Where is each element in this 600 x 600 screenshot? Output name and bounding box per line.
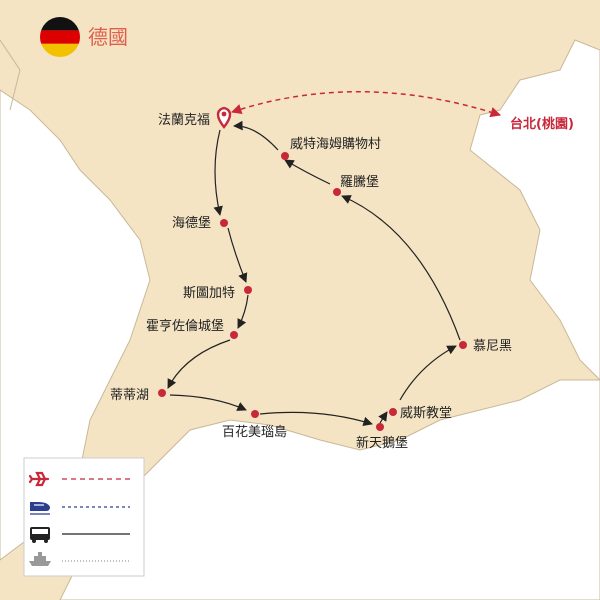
country-name: 德國 xyxy=(88,25,128,49)
germany-flag-icon xyxy=(40,17,80,57)
city-label: 威特海姆購物村 xyxy=(290,137,381,152)
route-munich-rothenburg xyxy=(341,195,461,341)
route-mainau-neuschwanstein xyxy=(259,411,373,427)
ferry-icon xyxy=(29,552,51,566)
route-rothenburg-wertheim xyxy=(284,159,331,185)
city-dot xyxy=(333,188,341,196)
city-label: 羅騰堡 xyxy=(340,174,379,190)
city-dot xyxy=(459,341,467,349)
origin-marker: 法蘭克福 xyxy=(158,106,232,129)
route-hohenzollern-titisee xyxy=(167,339,231,389)
country-header: 德國 xyxy=(40,17,128,57)
city-labels: 威特海姆購物村 羅騰堡 海德堡 斯圖加特 霍亨佐倫城堡 慕尼黑 蒂蒂湖 威斯教堂… xyxy=(110,137,512,451)
route-neuschwanstein-wieskirche xyxy=(378,411,388,424)
city-label: 慕尼黑 xyxy=(473,339,512,354)
city-dot xyxy=(158,389,166,397)
map-pin-icon xyxy=(216,106,232,129)
route-wertheim-frankfurt xyxy=(233,120,279,151)
legend xyxy=(23,457,145,577)
city-label: 新天鵝堡 xyxy=(356,435,408,451)
northeast-neighbour xyxy=(469,39,600,381)
city-label: 霍亨佐倫城堡 xyxy=(146,318,224,334)
airplane-icon xyxy=(28,471,50,487)
ground-routes xyxy=(167,120,461,427)
city-label: 威斯教堂 xyxy=(400,405,452,421)
route-titisee-mainau xyxy=(169,394,247,411)
route-stuttgart-hohenzollern xyxy=(237,294,249,329)
city-dots xyxy=(158,152,467,431)
flight-route xyxy=(231,90,501,118)
city-label: 斯圖加特 xyxy=(183,286,235,301)
route-wieskirche-munich xyxy=(399,345,457,401)
route-heidelberg-stuttgart xyxy=(227,227,248,283)
city-dot xyxy=(389,408,397,416)
city-dot xyxy=(220,219,228,227)
origin-label: 法蘭克福 xyxy=(158,112,210,128)
inner-border xyxy=(0,39,21,111)
city-dot xyxy=(244,286,252,294)
train-icon xyxy=(30,502,50,515)
city-label: 百花美瑙島 xyxy=(222,424,287,440)
city-label: 蒂蒂湖 xyxy=(110,388,149,403)
destination-label: 台北(桃園) xyxy=(510,116,574,132)
bus-icon xyxy=(30,527,50,543)
route-frankfurt-heidelberg xyxy=(213,129,223,216)
city-dot xyxy=(376,423,384,431)
city-label: 海德堡 xyxy=(172,215,211,231)
city-dot xyxy=(281,152,289,160)
city-dot xyxy=(251,410,259,418)
city-dot xyxy=(230,331,238,339)
